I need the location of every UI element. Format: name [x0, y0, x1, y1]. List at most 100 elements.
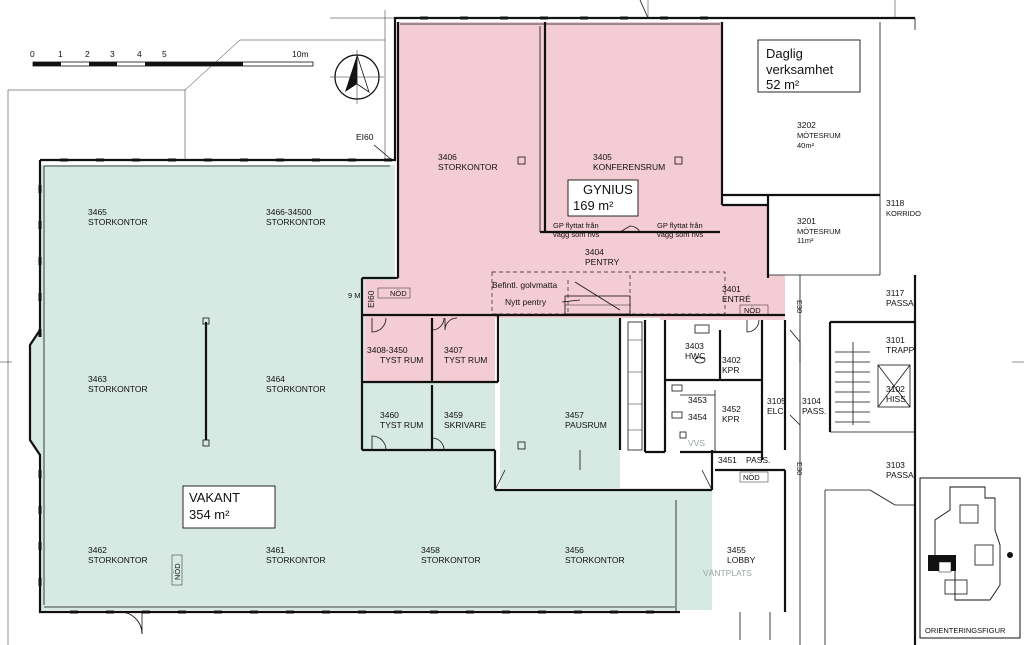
- note-gp-left-1: GP flyttat från: [553, 221, 599, 230]
- room-name: PASS.: [746, 455, 770, 465]
- room-name: KONFERENSRUM: [593, 162, 665, 172]
- room-name: KPR: [722, 365, 739, 375]
- room-number: 3452: [722, 404, 741, 414]
- pentry-counter: [564, 281, 631, 315]
- room-name: HISS: [886, 394, 906, 404]
- room-name: MÖTESRUM: [797, 227, 841, 236]
- ei60-top-label: EI60: [356, 132, 374, 142]
- nine-m-label: 9 M: [348, 291, 361, 300]
- vakant-line-2: 354 m²: [189, 507, 230, 522]
- room-number: 3463: [88, 374, 107, 384]
- dashed-outlines: [491, 271, 726, 315]
- note-gp-left-2: vägg som rivs: [553, 230, 600, 239]
- scale-tick-2: 2: [85, 49, 90, 59]
- vakant-line-1: VAKANT: [189, 490, 240, 505]
- note-golvmatta: Befintl. golvmatta: [492, 280, 557, 290]
- north-arrow-icon: [330, 50, 384, 104]
- room-number: 3402: [722, 355, 741, 365]
- room-name: ELC.: [767, 406, 786, 416]
- daglig-line-2: verksamhet: [766, 62, 834, 77]
- note-nytt-pentry: Nytt pentry: [505, 297, 547, 307]
- interior-walls: [360, 275, 917, 645]
- scale-tick-5: 5: [162, 49, 167, 59]
- room-name: STORKONTOR: [88, 555, 148, 565]
- gynius-line-2: 169 m²: [573, 198, 614, 213]
- room-name: KPR: [722, 414, 739, 424]
- room-number: 3455: [727, 545, 746, 555]
- daglig-line-3: 52 m²: [766, 77, 800, 92]
- room-name: PENTRY: [585, 257, 620, 267]
- room-name: KORRIDO: [886, 209, 921, 218]
- room-name: STORKONTOR: [88, 217, 148, 227]
- room-number: 3464: [266, 374, 285, 384]
- kitchen-unit: [627, 321, 643, 451]
- scale-tick-1: 1: [58, 49, 63, 59]
- room-extra: VÄNTPLATS: [703, 568, 752, 578]
- stairs: [835, 342, 870, 425]
- room-number: 3408-3450: [367, 345, 408, 355]
- room-name: SKRIVARE: [444, 420, 487, 430]
- room-number: 3102: [886, 384, 905, 394]
- room-number: 3401: [722, 284, 741, 294]
- orientation-figure: ORIENTERINGSFIGUR: [919, 477, 1021, 639]
- nod-marker-3: NÖD: [743, 473, 760, 482]
- orientation-label: ORIENTERINGSFIGUR: [925, 626, 1006, 635]
- vvs-label: VVS: [688, 438, 705, 448]
- room-number: 3465: [88, 207, 107, 217]
- scale-tick-3: 3: [110, 49, 115, 59]
- top-right-details: [639, 0, 916, 30]
- room-name: MÖTESRUM: [797, 131, 841, 140]
- room-name: STORKONTOR: [88, 384, 148, 394]
- room-name: STORKONTOR: [266, 555, 326, 565]
- room-name: PASS.: [802, 406, 826, 416]
- room-number: 3105: [767, 396, 786, 406]
- door-swings: [119, 225, 801, 640]
- room-number: 3459: [444, 410, 463, 420]
- e30-label-1: E30: [795, 300, 804, 313]
- room-number: 3407: [444, 345, 463, 355]
- room-number: 3117: [886, 288, 905, 298]
- room-name: PAUSRUM: [565, 420, 607, 430]
- note-gp-right-2: vägg som rivs: [657, 230, 704, 239]
- nod-marker-4: NÖD: [173, 563, 182, 580]
- room-number: 3104: [802, 396, 821, 406]
- room-name: PASSA: [886, 298, 914, 308]
- gynius-line-1: GYNIUS: [583, 182, 633, 197]
- room-number: 3461: [266, 545, 285, 555]
- room-number: 3456: [565, 545, 584, 555]
- room-number: 3457: [565, 410, 584, 420]
- room-number: 3118: [886, 198, 905, 208]
- scale-end-label: 10m: [292, 49, 309, 59]
- room-name: STORKONTOR: [421, 555, 481, 565]
- elevator-shaft: [877, 364, 911, 408]
- column-posts: [202, 156, 683, 450]
- room-number: 3404: [585, 247, 604, 257]
- e30-label-2: E30: [795, 462, 804, 475]
- room-name: STORKONTOR: [438, 162, 498, 172]
- room-name: STORKONTOR: [266, 384, 326, 394]
- room-number: 3458: [421, 545, 440, 555]
- room-number: 3460: [380, 410, 399, 420]
- ei60-side-label: EI60: [366, 290, 376, 308]
- wc-fixtures: [671, 324, 710, 439]
- room-name: STORKONTOR: [266, 217, 326, 227]
- room-number: 3405: [593, 152, 612, 162]
- gynius-box: GYNIUS 169 m²: [567, 179, 639, 217]
- room-number: 3103: [886, 460, 905, 470]
- nod-marker-2: NÖD: [744, 306, 761, 315]
- room-name: TRAPP: [886, 345, 915, 355]
- nod-marker-1: NÖD: [390, 289, 407, 298]
- room-name: ENTRÉ: [722, 294, 751, 304]
- ei60-markers: EI60 EI60 NÖD 9 M NÖD NÖD NÖD E30 E30 VV…: [171, 132, 804, 586]
- room-number: 3406: [438, 152, 457, 162]
- daglig-line-1: Daglig: [766, 46, 803, 61]
- outer-walls: [28, 16, 915, 614]
- room-name: TYST RUM: [380, 355, 423, 365]
- room-name: TYST RUM: [444, 355, 487, 365]
- room-name: HWC: [685, 351, 705, 361]
- room-number: 3462: [88, 545, 107, 555]
- scale-tick-4: 4: [137, 49, 142, 59]
- daglig-verksamhet-box: Daglig verksamhet 52 m²: [757, 39, 861, 93]
- scale-bar: 0 1 2 3 4 5 10m: [30, 49, 314, 67]
